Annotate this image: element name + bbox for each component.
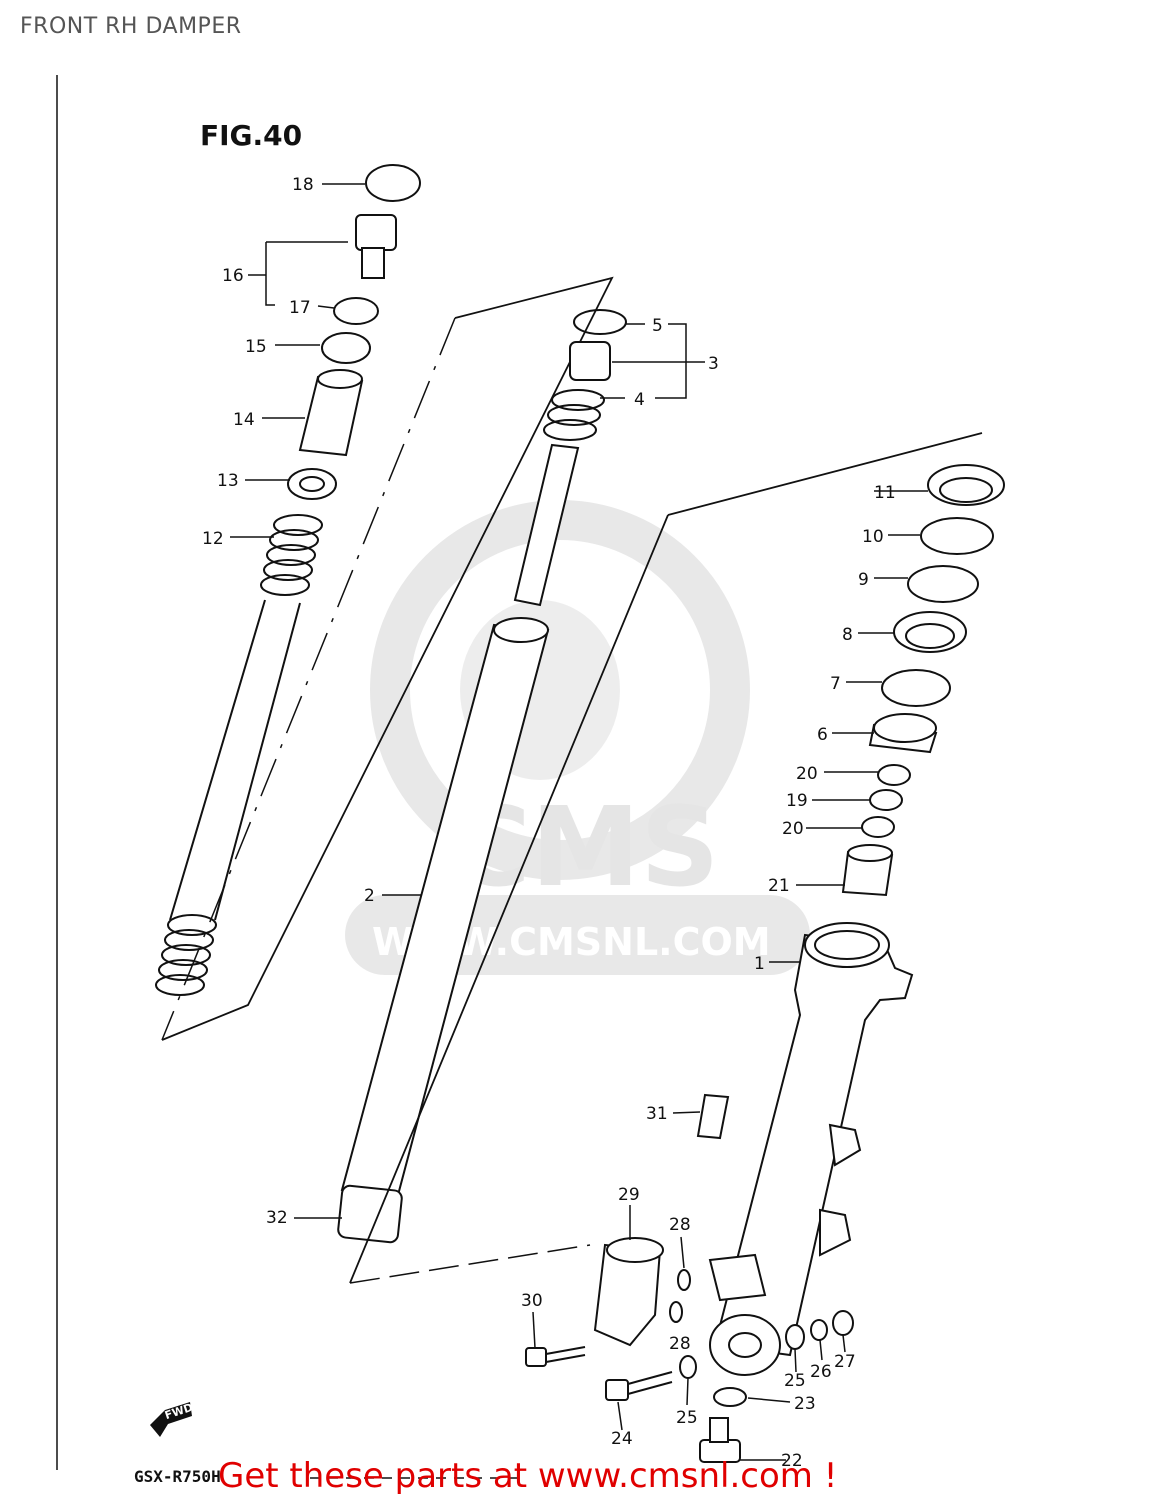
damper-rod-part (513, 443, 580, 607)
part-label-30: 30 (521, 1291, 543, 1311)
part-label-26: 26 (810, 1362, 832, 1382)
part-label-29: 29 (618, 1185, 640, 1205)
part-label-28-upper: 28 (669, 1215, 691, 1235)
spring-assembly (155, 164, 421, 996)
part-label-32: 32 (266, 1208, 288, 1228)
part-label-25-upper: 25 (784, 1371, 806, 1391)
cap-part (365, 164, 421, 202)
bolt-part (355, 214, 397, 251)
part-label-20-upper: 20 (796, 764, 818, 784)
part-label-10: 10 (862, 527, 884, 547)
part-label-16: 16 (222, 266, 244, 286)
part-label-24: 24 (611, 1429, 633, 1449)
part-label-12: 12 (202, 529, 224, 549)
o-ring-part (333, 297, 379, 325)
outer-tube-part (713, 933, 914, 1357)
part-label-11: 11 (874, 483, 896, 503)
part-label-22: 22 (781, 1451, 803, 1471)
part-label-9: 9 (858, 570, 869, 590)
part-label-13: 13 (217, 471, 239, 491)
part-label-17: 17 (289, 298, 311, 318)
model-code: GSX-R750H (134, 1467, 221, 1486)
part-label-20-lower: 20 (782, 819, 804, 839)
watermark-logo: CMS WWW.CMSNL.COM (345, 500, 810, 975)
forward-arrow-icon: FWD (150, 1401, 194, 1437)
part-label-5: 5 (652, 316, 663, 336)
figure-label: FIG.40 (200, 119, 302, 152)
part-label-19: 19 (786, 791, 808, 811)
part-label-14: 14 (233, 410, 255, 430)
part-label-8: 8 (842, 625, 853, 645)
part-label-31: 31 (646, 1104, 668, 1124)
part-label-2: 2 (364, 886, 375, 906)
page-title: FRONT RH DAMPER (20, 14, 242, 39)
outer-tube-assembly (708, 464, 1005, 1376)
part-label-4: 4 (634, 390, 645, 410)
part-label-27: 27 (834, 1352, 856, 1372)
part-label-1: 1 (754, 954, 765, 974)
spacer-part (298, 375, 364, 457)
part-label-28-lower: 28 (669, 1334, 691, 1354)
part-label-23: 23 (794, 1394, 816, 1414)
part-label-3: 3 (708, 354, 719, 374)
part-label-6: 6 (817, 725, 828, 745)
part-label-25-lower: 25 (676, 1408, 698, 1428)
part-label-21: 21 (768, 876, 790, 896)
part-label-15: 15 (245, 337, 267, 357)
part-label-7: 7 (830, 674, 841, 694)
inner-tube-assembly (337, 309, 627, 1244)
promo-link[interactable]: Get these parts at www.cmsnl.com ! (218, 1456, 838, 1496)
part-label-18: 18 (292, 175, 314, 195)
